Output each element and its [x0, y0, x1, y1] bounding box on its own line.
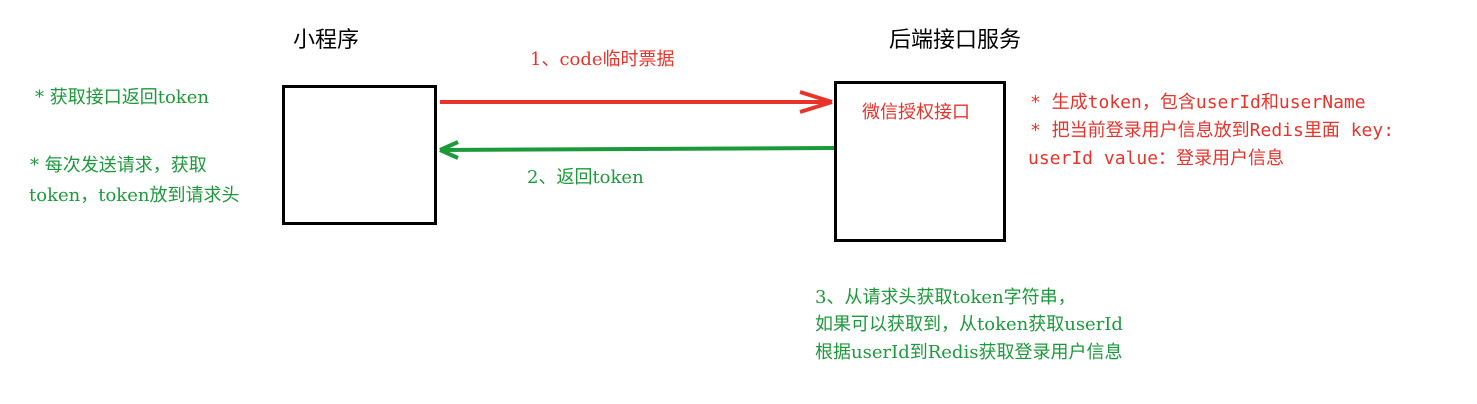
left-note-get-token: * 获取接口返回token: [35, 87, 209, 108]
response-arrow-label: 2、返回token: [527, 167, 644, 188]
backend-box: [834, 81, 1006, 242]
bottom-note-line1: 3、从请求头获取token字符串，: [815, 287, 1076, 308]
response-arrow: [439, 140, 835, 160]
bottom-note-line2: 如果可以获取到，从token获取userId: [815, 314, 1123, 335]
right-note-line2: * 把当前登录用户信息放到Redis里面 key:: [1030, 120, 1395, 141]
left-note-send-request-line1: * 每次发送请求，获取: [30, 155, 207, 176]
backend-title: 后端接口服务: [889, 28, 1022, 53]
right-note-line3: userId value：登录用户信息: [1028, 148, 1285, 169]
bottom-note-line3: 根据userId到Redis获取登录用户信息: [815, 342, 1123, 363]
mini-program-box: [282, 85, 437, 225]
mini-program-title: 小程序: [293, 28, 360, 53]
right-note-line1: * 生成token，包含userId和userName: [1030, 92, 1366, 113]
left-note-send-request-line2: token，token放到请求头: [29, 185, 240, 206]
request-arrow: [440, 90, 833, 114]
wechat-auth-api-label: 微信授权接口: [862, 102, 970, 123]
request-arrow-label: 1、code临时票据: [530, 49, 675, 70]
